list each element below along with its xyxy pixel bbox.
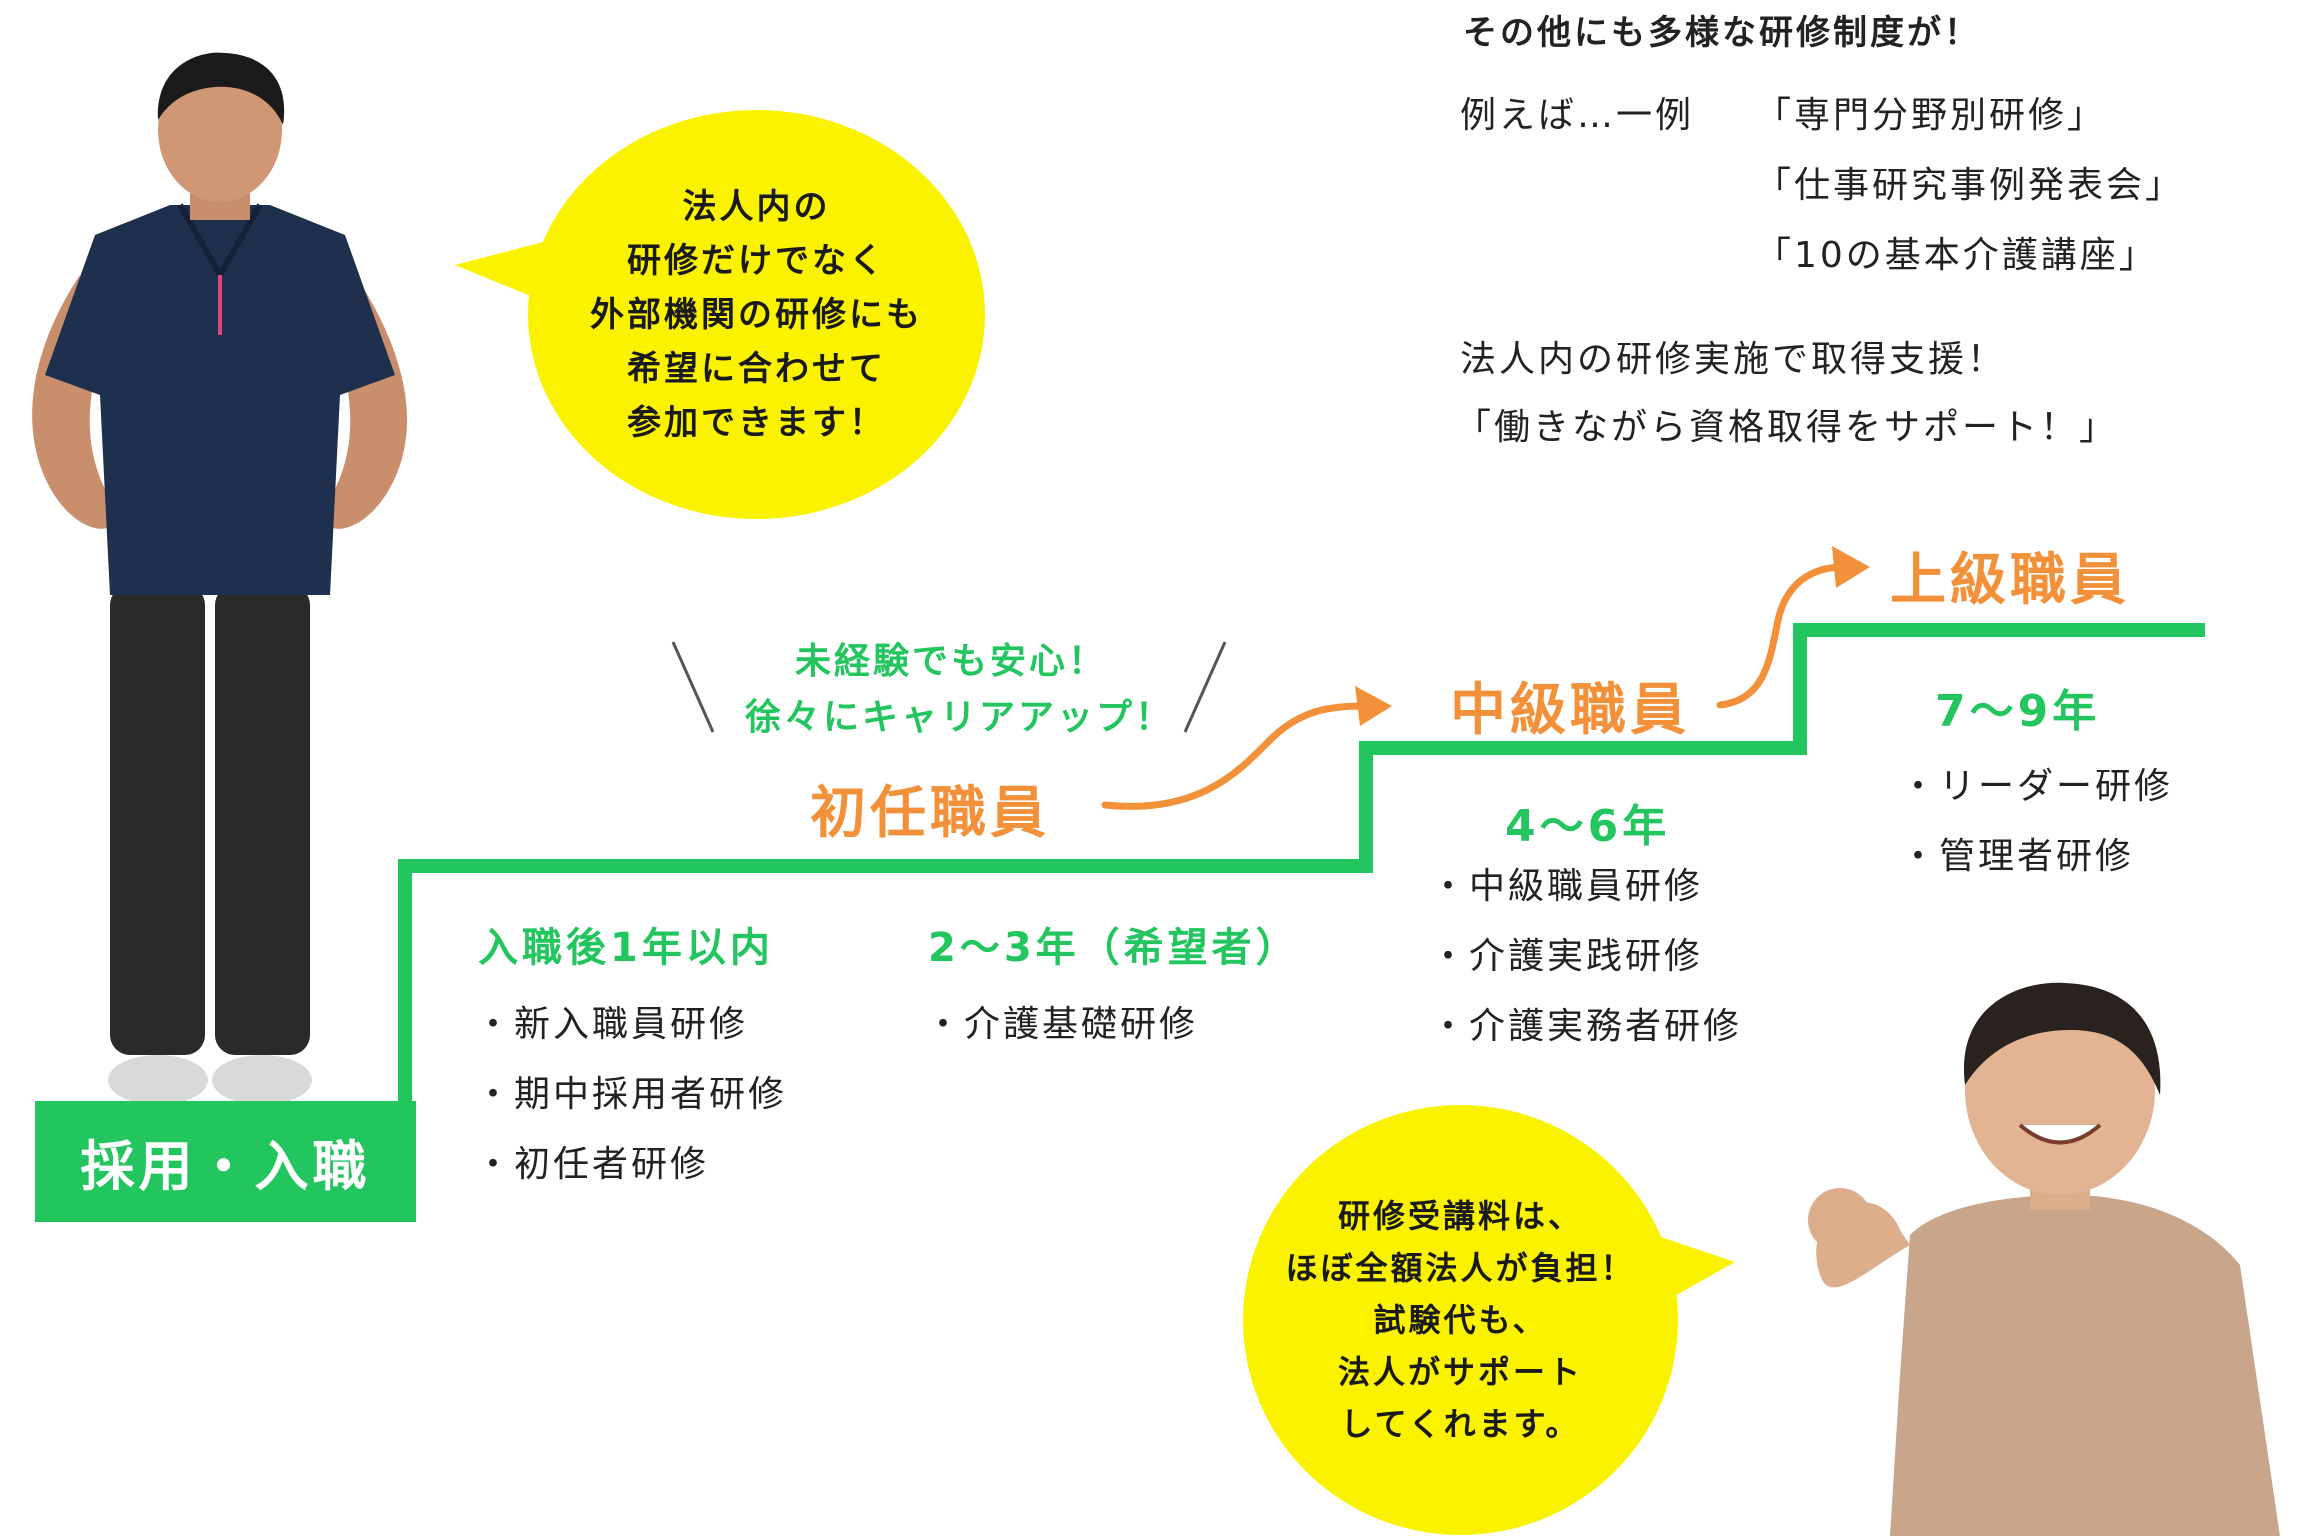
bubble-top-line: 参加できます！ [627,402,886,443]
stage3-title: 上級職員 [1890,548,2130,613]
stage1-list-b: ・介護基礎研修 [925,990,1198,1060]
stage3-period: 7～9年 [1935,686,2101,737]
speech-bubble-bottom: 研修受講料は、 ほぼ全額法人が負担！ 試験代も、 法人がサポート してくれます。 [1243,1105,1678,1535]
list-item: ・新入職員研修 [475,1004,749,1045]
info-example-item: 「仕事研究事例発表会」 [1755,165,2185,206]
bubble-bottom-line: 法人がサポート [1337,1353,1583,1391]
bubble-top-line: 研修だけでなく [627,240,886,281]
stage1-period-a: 入職後1年以内 [478,925,774,971]
list-item: ・初任者研修 [475,1144,710,1185]
bubble-bottom-line: 試験代も、 [1373,1301,1548,1339]
bubble-top-line: 希望に合わせて [627,348,886,389]
staff-man-photo [32,52,408,1105]
speech-bubble-top: 法人内の 研修だけでなく 外部機関の研修にも 希望に合わせて 参加できます！ [528,110,985,519]
arrow-head-1 [1355,686,1392,726]
arrow-stage2-to-stage3 [1716,563,1854,709]
info-example-prefix: 例えば…一例 [1460,95,1695,136]
callout-slash-left [671,641,715,733]
bubble-bottom-line: ほぼ全額法人が負担！ [1285,1249,1636,1287]
stage2-list: ・中級職員研修 ・介護実践研修 ・介護実務者研修 [1430,852,1742,1062]
info-heading: その他にも多様な研修制度が！ [1463,13,1981,53]
arrow-head-2 [1832,546,1870,588]
callout-slash-right [1183,641,1227,733]
staff-woman-photo [1808,982,2280,1536]
info-example-item: 「10の基本介護講座」 [1755,235,2158,276]
list-item: ・中級職員研修 [1430,866,1704,907]
info-support-line2: 「働きながら資格取得をサポート！」 [1455,407,2119,448]
start-label: 採用・入職 [80,1135,371,1198]
callout-line1: 未経験でも安心！ [795,641,1108,682]
stair-line [398,623,2205,1222]
callout-line2: 徐々にキャリアアップ！ [745,697,1175,738]
info-support-line1: 法人内の研修実施で取得支援！ [1460,339,2007,380]
stage1-period-b: 2～3年（希望者） [928,925,1300,971]
arrow-stage1-to-stage2 [1101,702,1379,810]
list-item: ・介護実務者研修 [1430,1006,1743,1047]
stage3-list: ・リーダー研修 ・管理者研修 [1900,752,2173,892]
stage2-title: 中級職員 [1450,678,1690,743]
list-item: ・管理者研修 [1900,836,2135,877]
stage1-list-a: ・新入職員研修 ・期中採用者研修 ・初任者研修 [475,990,787,1200]
list-item: ・期中採用者研修 [475,1074,788,1115]
info-example-item: 「専門分野別研修」 [1755,95,2107,136]
bubble-top-line: 外部機関の研修にも [590,294,923,335]
bubble-bottom-line: してくれます。 [1340,1405,1581,1443]
stage1-title: 初任職員 [810,781,1050,846]
bubble-top-line: 法人内の [682,186,831,227]
list-item: ・介護基礎研修 [925,1004,1199,1045]
list-item: ・介護実践研修 [1430,936,1704,977]
stage2-period: 4～6年 [1505,801,1671,852]
start-label-box: 採用・入職 [35,1101,416,1222]
list-item: ・リーダー研修 [1900,766,2174,807]
bubble-bottom-line: 研修受講料は、 [1337,1197,1583,1235]
